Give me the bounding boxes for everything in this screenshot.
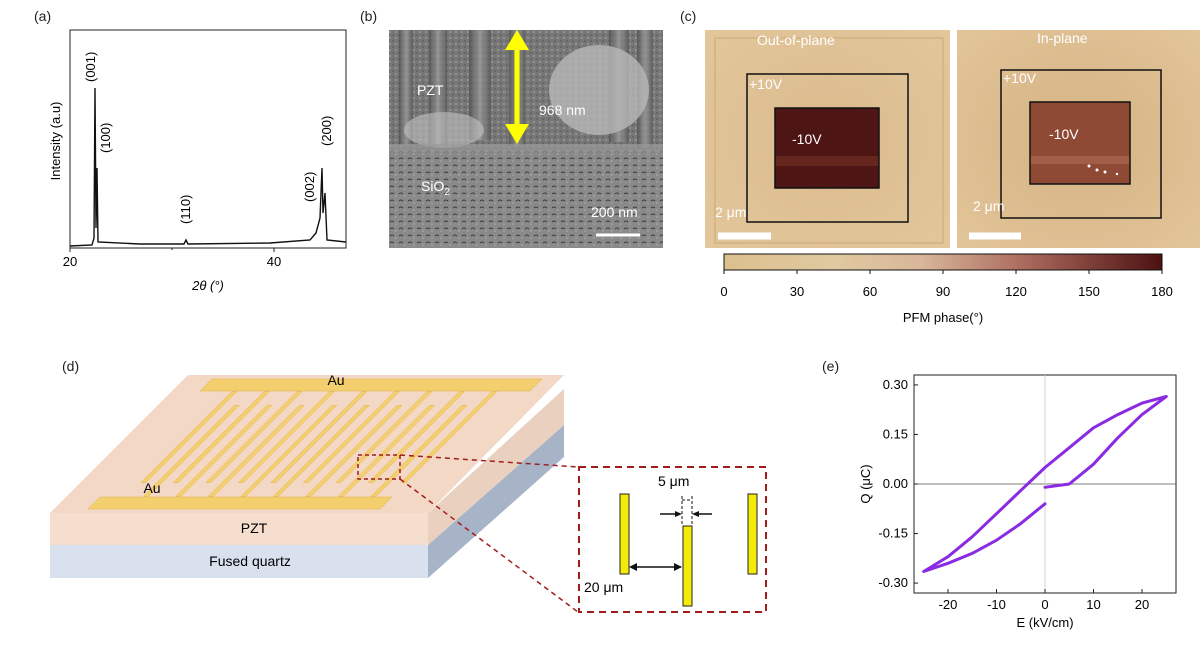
device-schematic: Au Au PZT Fused quartz (50, 372, 579, 613)
gap-label: 5 μm (658, 473, 689, 489)
electrode-finger (337, 405, 435, 497)
substrate-label: Fused quartz (209, 553, 291, 569)
qe-xtick-label: 10 (1086, 597, 1100, 612)
qe-xtick-label: -20 (939, 597, 958, 612)
pfm-outplane-plus: +10V (749, 76, 783, 92)
qe-xtick-label: -10 (987, 597, 1006, 612)
qe-loop-series (922, 395, 1168, 573)
qe-xtick-label: 0 (1041, 597, 1048, 612)
colorbar-tick: 150 (1078, 284, 1100, 299)
xrd-peak-110: (110) (178, 195, 193, 224)
pfm-inplane-plus: +10V (1003, 70, 1037, 86)
colorbar-tick: 120 (1005, 284, 1027, 299)
electrode-finger (272, 405, 370, 497)
au-bottom-label: Au (143, 480, 160, 496)
panel-label-a: (a) (34, 8, 52, 24)
pfm-inplane-title: In-plane (1037, 30, 1088, 46)
electrode-finger (270, 391, 368, 483)
pfm-outplane-image: Out-of-plane +10V -10V 2 μm (705, 30, 950, 248)
electrode-finger (367, 391, 465, 483)
panel-label-b: (b) (360, 8, 378, 24)
panel-label-d: (d) (62, 358, 80, 374)
pzt-layer-label: PZT (241, 520, 268, 536)
sem-pzt-label: PZT (417, 82, 444, 98)
colorbar-tick: 90 (936, 284, 950, 299)
qe-ytick-label: 0.30 (883, 377, 908, 392)
electrode-finger (370, 405, 468, 497)
pfm-colorbar: 0 30 60 90 120 150 180 PFM phase(°) (720, 253, 1173, 325)
sem-image: PZT 968 nm SiO2 200 nm (389, 30, 663, 248)
panel-label-e: (e) (822, 358, 840, 374)
width-label: 20 μm (584, 579, 623, 595)
panel-label-c: (c) (680, 8, 697, 24)
electrode-finger (207, 405, 305, 497)
xrd-peak-002: (002) (302, 172, 317, 202)
electrode-finger (237, 391, 335, 483)
colorbar-tick: 180 (1151, 284, 1173, 299)
electrode-finger (172, 391, 270, 483)
xrd-peak-100: (100) (98, 123, 113, 153)
electrode-finger (175, 405, 273, 497)
electrode-finger (140, 391, 238, 483)
colorbar-tick: 30 (790, 284, 804, 299)
pfm-outplane-title: Out-of-plane (757, 32, 835, 48)
colorbar-tick: 60 (863, 284, 877, 299)
qe-xtick-label: 20 (1135, 597, 1149, 612)
xrd-chart: 20 40 2θ (°) Intensity (a.u) (001) (100)… (48, 29, 347, 293)
pfm-inplane-scale: 2 μm (973, 198, 1005, 214)
xrd-xlabel: 2θ (°) (191, 278, 224, 293)
electrode-finger (302, 391, 400, 483)
xrd-ylabel: Intensity (a.u) (48, 102, 63, 181)
qe-chart: -20 -10 0 10 20 0.30 0.15 0.00 -0.15 -0.30 E (kV/… (858, 374, 1177, 630)
xrd-peak-001: (001) (83, 52, 98, 82)
qe-ytick-label: -0.15 (878, 526, 908, 541)
xrd-xtick-40: 40 (267, 254, 281, 269)
qe-ytick-label: 0.15 (883, 426, 908, 441)
pfm-outplane-scale: 2 μm (715, 204, 747, 220)
electrode-finger (142, 405, 240, 497)
sem-thickness-label: 968 nm (539, 102, 586, 118)
electrode-finger (305, 405, 403, 497)
xrd-xtick-20: 20 (63, 254, 77, 269)
pfm-outplane-minus: -10V (792, 131, 822, 147)
electrode-finger (400, 391, 498, 483)
pfm-inplane-image: In-plane +10V -10V 2 μm (957, 30, 1200, 248)
qe-xlabel: E (kV/cm) (1016, 615, 1073, 630)
sem-sio2-label: SiO2 (421, 178, 450, 198)
electrode-finger (240, 405, 338, 497)
colorbar-tick: 0 (720, 284, 727, 299)
sem-scale-label: 200 nm (591, 204, 638, 220)
qe-ylabel: Q (μC) (858, 464, 873, 503)
electrode-finger (335, 391, 433, 483)
electrode-inset: 5 μm 20 μm (578, 466, 767, 613)
qe-ytick-label: 0.00 (883, 476, 908, 491)
colorbar-label: PFM phase(°) (903, 310, 983, 325)
pfm-inplane-minus: -10V (1049, 126, 1079, 142)
electrode-finger (205, 391, 303, 483)
xrd-peak-200: (200) (319, 116, 334, 146)
au-top-label: Au (327, 372, 344, 388)
qe-ytick-label: -0.30 (878, 575, 908, 590)
